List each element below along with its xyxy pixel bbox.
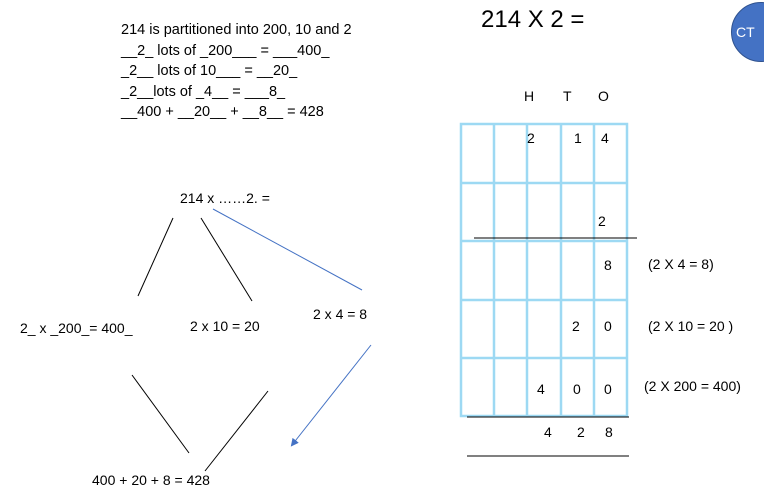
partition-notes: 214 is partitioned into 200, 10 and 2 __… <box>121 20 352 123</box>
tree-top: 214 x ……2. = <box>180 190 270 206</box>
grid-cell: 1 <box>574 130 582 146</box>
problem-title: 214 X 2 = <box>481 6 585 33</box>
tree-left: 2_ x _200_= 400_ <box>20 320 133 336</box>
tree-branch <box>200 217 253 302</box>
tree-right: 2 x 4 = 8 <box>313 306 368 322</box>
grid-cell: 2 <box>598 213 606 229</box>
arrow-to-result <box>290 344 372 447</box>
place-value-grid <box>459 122 629 418</box>
tree-branch <box>137 217 174 297</box>
explanation: (2 X 10 = 20 ) <box>648 318 734 334</box>
tree-branch <box>204 390 269 472</box>
tree-branch-blue <box>212 208 363 291</box>
note-line: __2_ lots of _200___ = ___400_ <box>121 42 330 59</box>
note-line: __400 + __20__ + __8__ = 428 <box>121 104 324 120</box>
grid-cell: 4 <box>537 381 545 397</box>
header-o: O <box>598 88 609 104</box>
total-digit: 4 <box>544 424 552 440</box>
tree-result: 400 + 20 + 8 = 428 <box>92 472 210 488</box>
explanation: (2 X 200 = 400) <box>644 378 741 394</box>
grid-cell: 2 <box>527 130 535 146</box>
grid-cell: 8 <box>604 257 612 273</box>
grid-cell: 0 <box>604 318 612 334</box>
note-line: 214 is partitioned into 200, 10 and 2 <box>121 22 352 38</box>
grid-cell: 4 <box>601 130 609 146</box>
note-line: _2__ lots of 10___ = __20_ <box>121 63 298 79</box>
tree-middle: 2 x 10 = 20 <box>190 318 260 334</box>
total-digit: 8 <box>605 424 613 440</box>
tree-branch <box>131 374 190 454</box>
note-line: _2__lots of _4__ = ___8_ <box>121 83 286 100</box>
grid-cell: 2 <box>572 318 580 334</box>
explanation: (2 X 4 = 8) <box>648 256 714 272</box>
grid-cell: 0 <box>604 381 612 397</box>
header-h: H <box>524 88 535 104</box>
header-t: T <box>563 88 572 104</box>
grid-cell: 0 <box>573 381 581 397</box>
total-digit: 2 <box>577 424 585 440</box>
